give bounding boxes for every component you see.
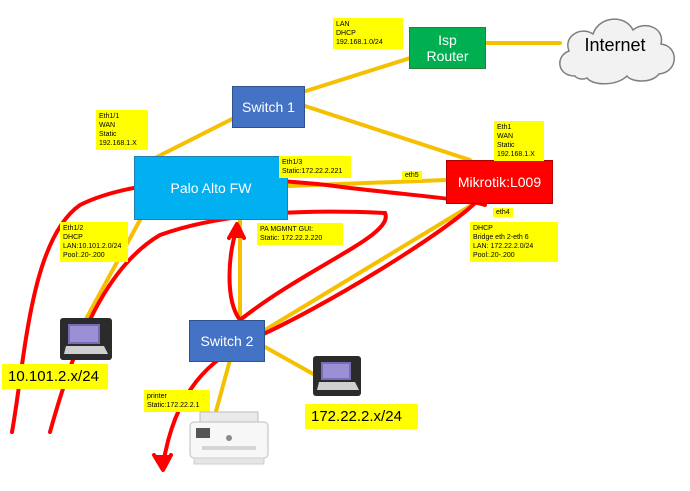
palo-alto-node[interactable]: Palo Alto FW	[134, 156, 288, 220]
note-mk-dhcp: DHCP Bridge eth 2-eth 6 LAN: 172.22.2.0/…	[470, 222, 558, 262]
link-switch1-paloalto	[143, 113, 242, 165]
subnet-label-left: 10.101.2.x/24	[2, 364, 108, 389]
internet-node-label: Internet	[584, 34, 646, 55]
link-switch2-laptop2	[263, 345, 317, 377]
note-mk-eth1: Eth1 WAN Static 192.168.1.X	[494, 121, 544, 161]
note-printer: printer Static:172.22.2.1	[144, 390, 210, 412]
mikrotik-node[interactable]: Mikrotik:L009	[446, 160, 553, 204]
note-pa-mgmt: PA MGMNT GUI: Static: 172.22.2.220	[257, 223, 343, 245]
link-switch2-printer	[213, 358, 232, 417]
cloud-icon	[547, 6, 683, 86]
note-mk-eth4: eth4	[493, 208, 513, 217]
note-pa-eth1-1: Eth1/1 WAN Static 192.168.1.X	[96, 110, 148, 150]
switch1-node[interactable]: Switch 1	[232, 86, 305, 128]
note-mk-eth5: eth5	[402, 171, 422, 180]
annotation-path-switch2-loop	[227, 211, 388, 322]
switch2-node[interactable]: Switch 2	[189, 320, 265, 362]
laptop-icon	[313, 356, 361, 396]
note-isp-lan: LAN DHCP 192.168.1.0/24	[333, 18, 403, 49]
printer-icon	[188, 410, 270, 466]
annotation-arrowhead-up	[227, 222, 246, 240]
laptop-icon	[60, 318, 112, 360]
link-mikrotik-switch2	[263, 198, 482, 332]
note-pa-eth1-2: Eth1/2 DHCP LAN:10.101.2.0/24 Pool:.20-.…	[60, 222, 128, 262]
link-paloalto-laptop1	[78, 218, 142, 332]
subnet-label-right: 172.22.2.x/24	[305, 404, 418, 429]
isp-router-node[interactable]: Isp Router	[409, 27, 486, 69]
link-switch1-mikrotik	[303, 104, 472, 162]
note-pa-eth1-3: Eth1/3 Static:172.22.2.221	[279, 156, 351, 178]
annotation-arrowhead-down	[152, 453, 173, 472]
annotation-path-left-inner	[48, 209, 387, 434]
